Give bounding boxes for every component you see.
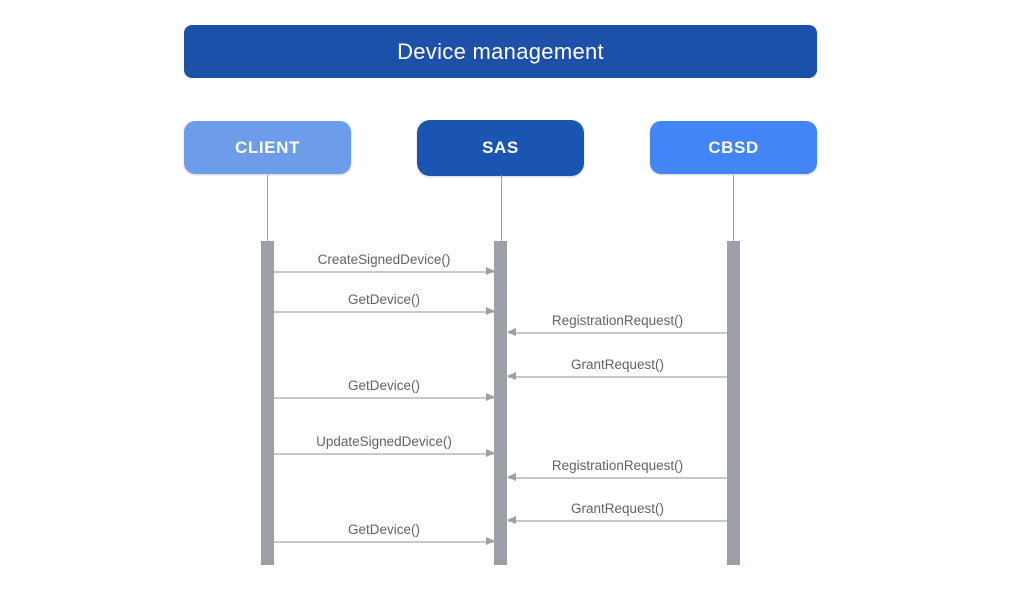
message-label: GetDevice() [347, 522, 420, 537]
message-arrow-line [274, 453, 494, 455]
actor-sas: SAS [417, 120, 584, 176]
arrowhead-right-icon [486, 393, 495, 401]
arrowhead-right-icon [486, 307, 495, 315]
diagram-title: Device management [184, 25, 817, 78]
arrowhead-left-icon [507, 516, 516, 524]
message-arrow-line [274, 541, 494, 543]
message-arrow-line [274, 311, 494, 313]
message-arrow-line [508, 332, 727, 334]
message-label: CreateSignedDevice() [317, 252, 451, 267]
message-arrow-line [274, 271, 494, 273]
arrowhead-right-icon [486, 537, 495, 545]
message-label: UpdateSignedDevice() [316, 434, 452, 449]
arrowhead-right-icon [486, 449, 495, 457]
message-arrow-line [508, 376, 727, 378]
activation-bar-sas [494, 241, 507, 565]
activation-bar-cbsd [727, 241, 740, 565]
actor-cbsd-label: CBSD [708, 137, 759, 157]
message-arrow-line [508, 520, 727, 522]
arrowhead-left-icon [507, 372, 516, 380]
message-arrow-line [274, 397, 494, 399]
arrowhead-left-icon [507, 328, 516, 336]
message-label: GrantRequest() [570, 357, 665, 372]
actor-sas-label: SAS [482, 138, 519, 157]
message-label: RegistrationRequest() [551, 458, 684, 473]
activation-bar-client [261, 241, 274, 565]
lifeline-client [267, 175, 268, 241]
arrowhead-right-icon [486, 267, 495, 275]
lifeline-sas [501, 175, 502, 241]
message-label: RegistrationRequest() [551, 313, 684, 328]
actor-client-label: CLIENT [235, 137, 300, 157]
diagram-title-label: Device management [397, 38, 604, 64]
arrowhead-left-icon [507, 473, 516, 481]
message-arrow-line [508, 477, 727, 479]
message-label: GrantRequest() [570, 501, 665, 516]
message-label: GetDevice() [347, 292, 420, 307]
actor-cbsd: CBSD [650, 121, 817, 174]
message-label: GetDevice() [347, 378, 420, 393]
actor-client: CLIENT [184, 121, 351, 174]
lifeline-cbsd [733, 175, 734, 241]
